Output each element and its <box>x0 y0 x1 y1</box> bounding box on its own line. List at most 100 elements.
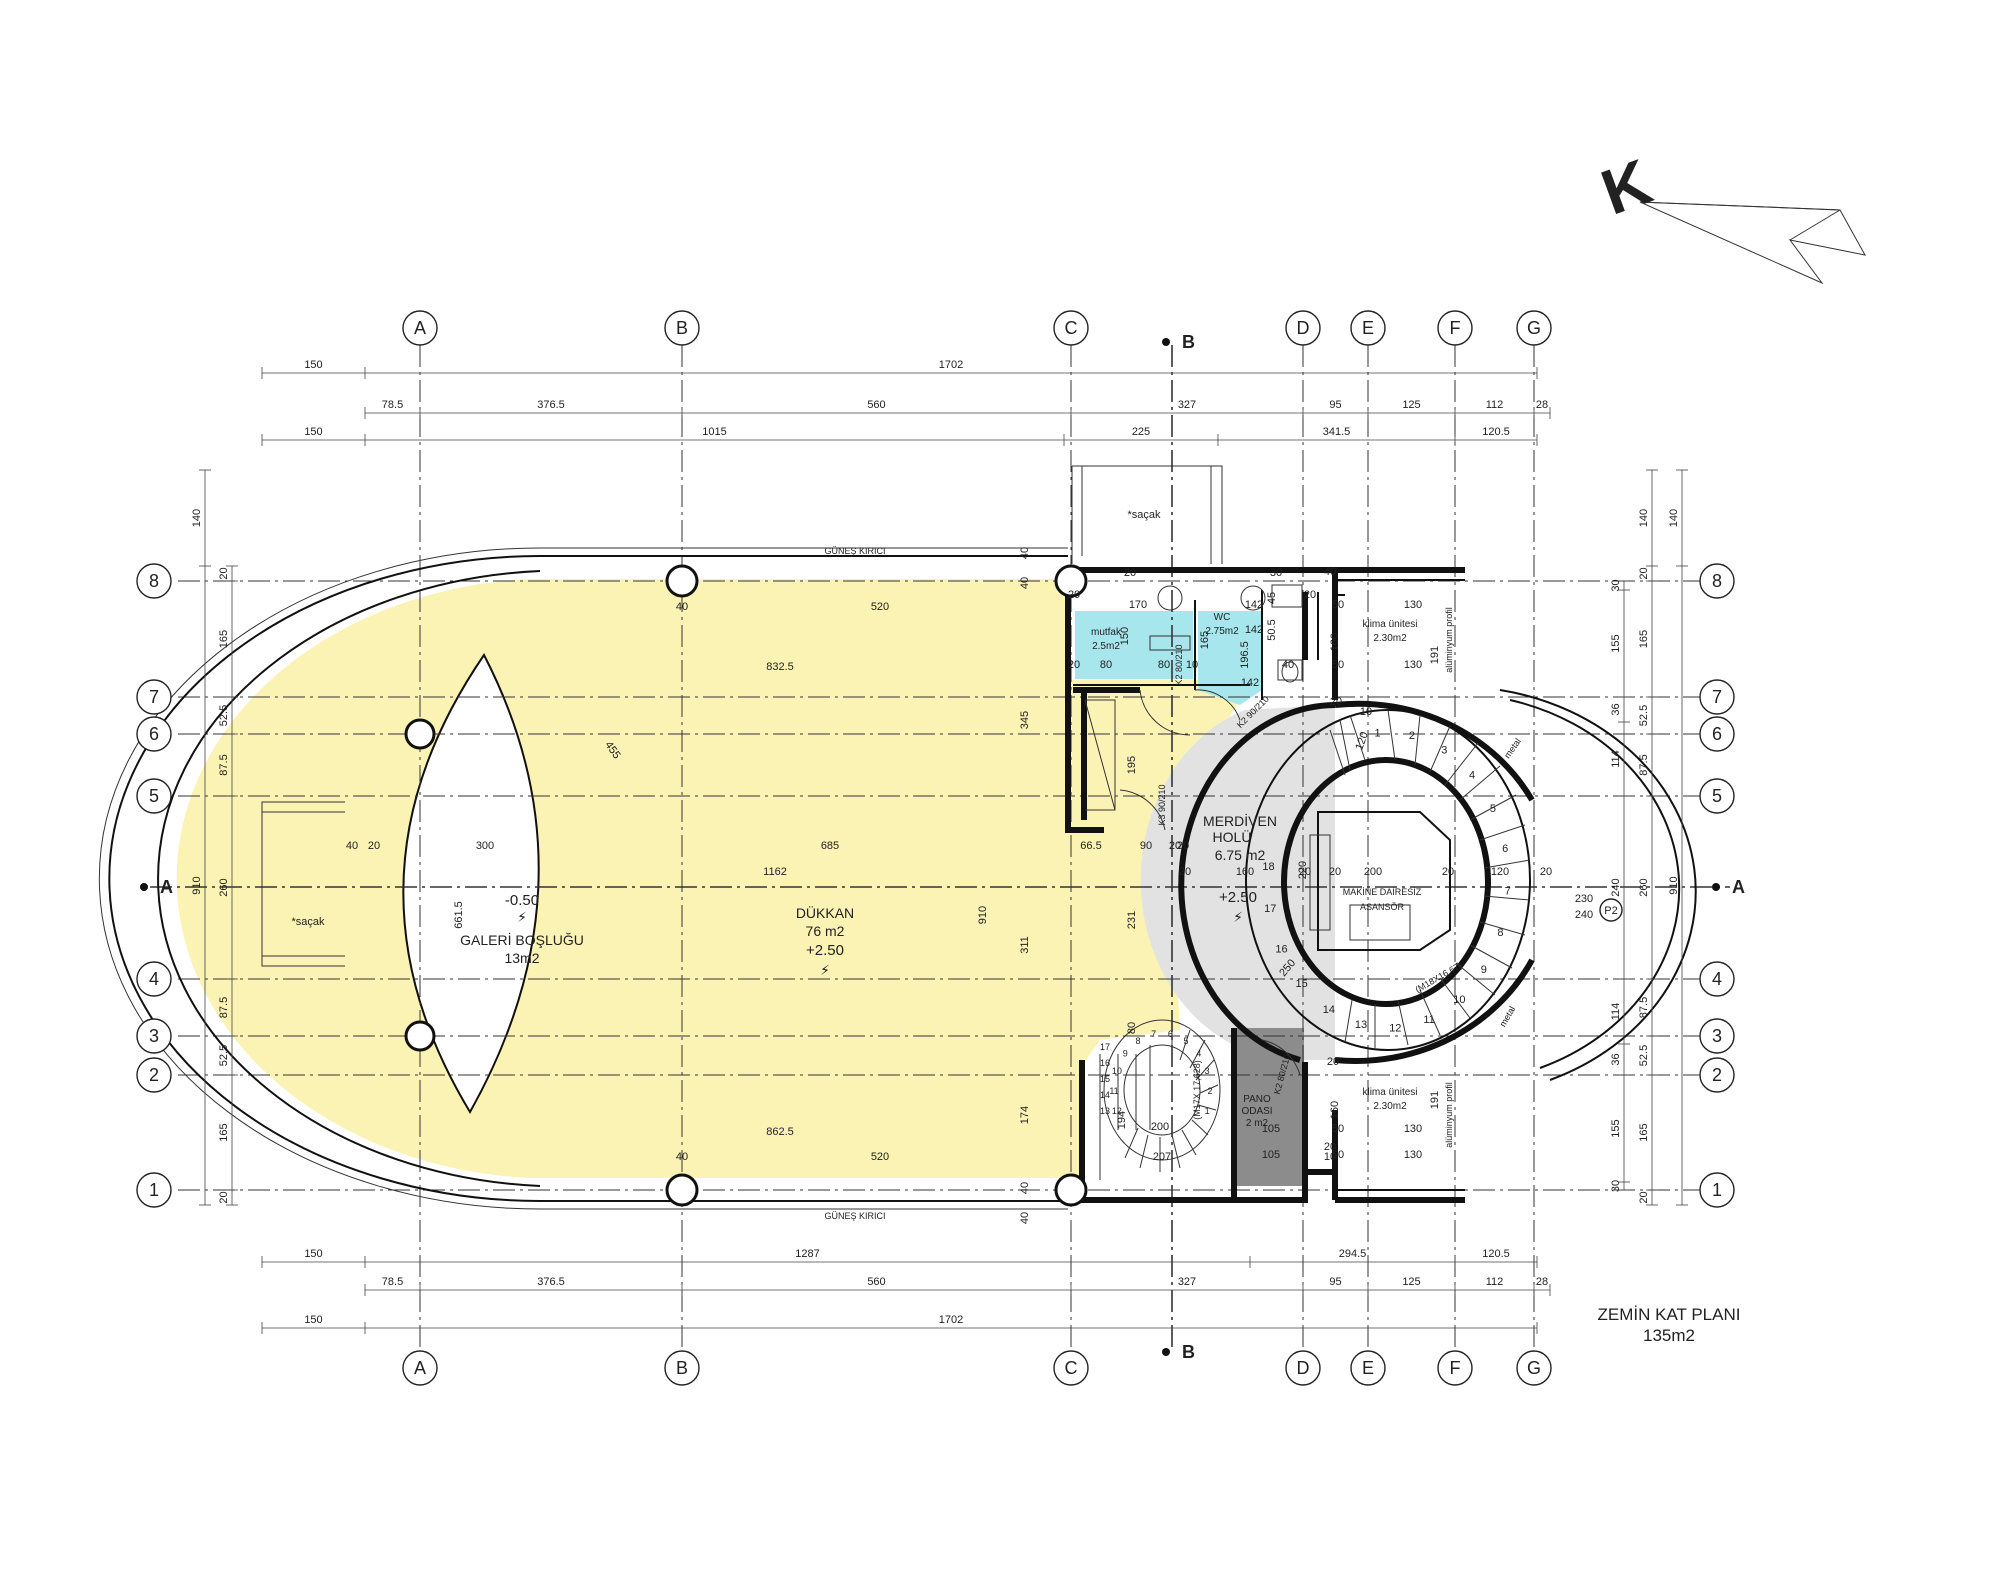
grid-bubble-label: D <box>1297 1358 1310 1378</box>
dim-142-a: 142 <box>1245 599 1263 611</box>
grid-bubble-label: 2 <box>149 1065 159 1085</box>
dim-text: 165 <box>218 630 230 648</box>
grid-bubble-label: A <box>414 1358 426 1378</box>
dim-105-a: 105 <box>1262 1123 1280 1135</box>
grid-bubble-label: E <box>1362 1358 1374 1378</box>
dim-80-a: 80 <box>1126 1022 1138 1034</box>
dim-194: 194 <box>1116 1111 1128 1129</box>
gallery-level: -0.50 <box>505 892 539 909</box>
grid-bubble-label: 6 <box>149 724 159 744</box>
dim-862-5: 862.5 <box>766 1126 794 1138</box>
dim-text: 1015 <box>702 426 726 438</box>
dim-40-h: 40 <box>1282 659 1294 671</box>
grid-bubble-D <box>1285 310 1321 346</box>
grid-bubble-F <box>1437 310 1473 346</box>
dim-10: 10 <box>1186 659 1198 671</box>
aluminium-bottom: alüminyum profil <box>1444 1082 1454 1148</box>
grid-bubble-2 <box>1699 1057 1735 1093</box>
stair-step-number: 10 <box>1112 1066 1122 1076</box>
dim-45: 45 <box>1266 592 1278 604</box>
grid-bubble-label: 2 <box>1712 1065 1722 1085</box>
dim-520-bottom: 520 <box>871 1151 889 1163</box>
stair-step-number: 11 <box>1109 1086 1118 1096</box>
sun-breaker-top: GÜNEŞ KIRICI <box>824 546 885 556</box>
stair-step-number: 16 <box>1100 1058 1110 1068</box>
stair-step-number: 8 <box>1497 927 1503 939</box>
grid-bubble-label: C <box>1065 318 1078 338</box>
dim-text: 125 <box>1402 399 1420 411</box>
dim-50-5: 50.5 <box>1266 619 1278 640</box>
dim-66-5: 66.5 <box>1080 840 1101 852</box>
dim-text: 910 <box>191 876 203 894</box>
stair-step-number: 3 <box>1205 1066 1210 1076</box>
grid-bubble-6 <box>136 716 172 752</box>
wc-name: WC <box>1214 612 1231 623</box>
dim-120-b: 120 <box>1353 730 1371 751</box>
grid-bubble-7 <box>136 679 172 715</box>
klima-top-name: klima ünitesi <box>1362 619 1417 630</box>
dim-20-l: 20 <box>1177 840 1189 852</box>
column-a6 <box>404 718 436 750</box>
grid-bubble-label: G <box>1527 318 1541 338</box>
klima-top-area: 2.30m2 <box>1373 633 1407 644</box>
dim-311: 311 <box>1019 936 1031 954</box>
plan-title: ZEMİN KAT PLANI <box>1598 1305 1741 1324</box>
dim-105-b: 105 <box>1262 1149 1280 1161</box>
dim-text: 150 <box>304 1314 322 1326</box>
grid-bubble-B <box>664 310 700 346</box>
dim-231: 231 <box>1126 911 1138 929</box>
dim-40-b: 40 <box>676 601 688 613</box>
grid-bubble-label: 4 <box>1712 969 1722 989</box>
kitchen-fill <box>1075 611 1193 679</box>
dim-text: 1702 <box>939 1314 963 1326</box>
grid-bubble-label: 7 <box>149 687 159 707</box>
canopy-top-label: *saçak <box>1127 509 1161 521</box>
section-marker-icon <box>1712 883 1720 891</box>
grid-bubble-label: 7 <box>1712 687 1722 707</box>
aluminium-top: alüminyum profil <box>1444 607 1454 673</box>
dim-120: 120 <box>1491 866 1509 878</box>
section-marker-label: A <box>160 877 173 897</box>
grid-bubble-E <box>1350 1350 1386 1386</box>
dim-text: 28 <box>1536 1276 1548 1288</box>
dim-text: 52.5 <box>218 1045 230 1066</box>
door-k3: K3 90/210 <box>1157 784 1167 825</box>
grid-bubble-label: 6 <box>1712 724 1722 744</box>
shop-area: 76 m2 <box>806 923 845 939</box>
dim-text: 52.5 <box>1638 1045 1650 1066</box>
dim-text: 87.5 <box>1638 997 1650 1018</box>
grid-bubble-label: B <box>676 1358 688 1378</box>
stair-step-number: 4 <box>1196 1049 1201 1059</box>
section-marker-icon <box>1162 1348 1170 1356</box>
stair-step-number: 4 <box>1469 769 1475 781</box>
grid-bubble-label: F <box>1450 318 1461 338</box>
north-label: K <box>1592 145 1660 228</box>
dim-142-b: 142 <box>1245 624 1263 636</box>
grid-bubble-6 <box>1699 716 1735 752</box>
dim-text: 150 <box>304 359 322 371</box>
dim-160-b: 160 <box>1329 633 1341 651</box>
section-marker-icon <box>140 883 148 891</box>
column-a3 <box>404 1020 436 1052</box>
dim-20-g: 20 <box>1169 840 1181 852</box>
dim-20-k: 20 <box>1327 1056 1339 1068</box>
stair-step-number: 5 <box>1490 803 1496 815</box>
sun-breaker-bottom: GÜNEŞ KIRICI <box>824 1211 885 1221</box>
dim-text: 20 <box>218 1191 230 1203</box>
stair-step-number: 6 <box>1168 1029 1173 1039</box>
dim-text: 225 <box>1132 426 1150 438</box>
columns <box>404 564 1088 1207</box>
gallery-name: GALERİ BOŞLUĞU <box>460 931 584 948</box>
p2-tag <box>1599 898 1623 922</box>
dim-text: 910 <box>1668 876 1680 894</box>
grid-bubble-1 <box>136 1172 172 1208</box>
column-c8 <box>1054 564 1088 598</box>
dim-text: 114 <box>1610 1003 1622 1021</box>
dim-text: 1702 <box>939 359 963 371</box>
dim-text: 165 <box>218 1123 230 1141</box>
section-marker-label: A <box>1732 877 1745 897</box>
stair-step-number: 2 <box>1207 1086 1212 1096</box>
stair-step-number: 1 <box>1205 1106 1210 1116</box>
dim-832-5: 832.5 <box>766 661 794 673</box>
